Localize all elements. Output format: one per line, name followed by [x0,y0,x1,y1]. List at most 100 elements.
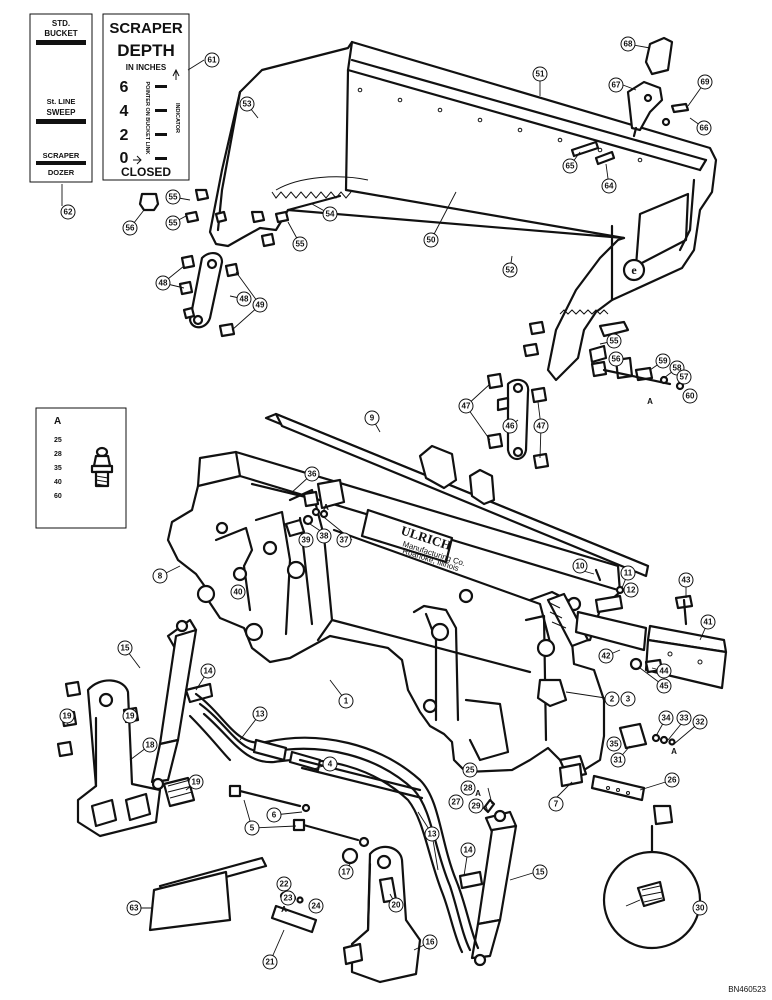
callout-47a: 47 [458,398,474,414]
right-mounting-bracket [342,845,422,984]
callout-66: 66 [696,120,712,136]
bucket-position-decal: STD. BUCKET St. LINE SWEEP SCRAPER DOZER [29,13,93,183]
svg-text:55: 55 [610,337,619,346]
callout-15b: 15 [532,864,548,880]
decal-dozer-label: DOZER [48,168,75,177]
svg-text:51: 51 [536,70,545,79]
svg-text:7: 7 [554,800,559,809]
callout-63: 63 [126,900,142,916]
callout-56a: 56 [122,220,138,236]
svg-text:6: 6 [272,811,277,820]
svg-text:14: 14 [204,667,213,676]
svg-text:58: 58 [673,364,682,373]
scraper-depth-decal: SCRAPER DEPTH IN INCHES 6 4 2 0 POINTER … [102,13,190,181]
right-pin-assembly [536,678,676,826]
svg-text:55: 55 [169,193,178,202]
svg-text:1: 1 [344,697,349,706]
callout-68: 68 [620,36,636,52]
callout-54: 54 [322,206,338,222]
callout-14b: 14 [460,842,476,858]
svg-text:53: 53 [243,100,252,109]
callout-69: 69 [697,74,713,90]
main-frame [166,450,622,780]
callout-65: 65 [562,158,578,174]
inset-header: A [54,416,61,427]
svg-text:19: 19 [192,778,201,787]
depth-mark-6: 6 [120,79,129,96]
svg-text:56: 56 [126,224,135,233]
callout-62: 62 [60,204,76,220]
svg-text:67: 67 [612,81,621,90]
svg-text:42: 42 [602,652,611,661]
callout-15a: 15 [117,640,133,656]
svg-text:57: 57 [680,373,689,382]
arrow-a-4: A [647,397,653,406]
svg-text:33: 33 [680,714,689,723]
arrow-a-1: A [323,503,329,512]
callout-31: 31 [610,752,626,768]
svg-text:63: 63 [130,904,139,913]
callout-53: 53 [239,96,255,112]
decal-sweep-label: SWEEP [47,108,77,117]
callout-14a: 14 [200,663,216,679]
callout-55d: 55 [606,333,622,349]
callout-1: 1 [338,693,354,709]
svg-text:24: 24 [312,902,321,911]
svg-text:46: 46 [506,422,515,431]
callout-45: 45 [656,678,672,694]
callout-43: 43 [678,572,694,588]
callout-64: 64 [601,178,617,194]
inset-value-28: 28 [54,451,62,458]
svg-text:9: 9 [370,414,375,423]
svg-text:14: 14 [464,846,473,855]
callout-24: 24 [308,898,324,914]
callout-57: 57 [676,369,692,385]
svg-text:18: 18 [146,741,155,750]
callout-55c: 55 [292,236,308,252]
svg-text:12: 12 [627,586,636,595]
svg-text:43: 43 [682,576,691,585]
svg-text:31: 31 [614,756,623,765]
svg-text:52: 52 [506,266,515,275]
callout-38: 38 [316,528,332,544]
callout-40: 40 [230,584,246,600]
svg-text:5: 5 [250,824,255,833]
svg-text:19: 19 [126,712,135,721]
depth-subtitle: IN INCHES [126,63,167,72]
blade-left-hardware [138,188,290,248]
svg-text:25: 25 [466,766,475,775]
depth-indicator-bracket [570,36,690,166]
decal-scraper-label: SCRAPER [43,151,80,160]
depth-title-scraper: SCRAPER [109,20,183,37]
callout-60: 60 [682,388,698,404]
svg-text:47: 47 [462,402,471,411]
callout-44: 44 [656,663,672,679]
callout-30: 30 [692,900,708,916]
callout-55a: 55 [165,189,181,205]
callout-11: 11 [620,565,636,581]
callout-50: 50 [423,232,439,248]
scraper-blade: e [208,40,718,382]
callout-61: 61 [204,52,220,68]
callout-18: 18 [142,737,158,753]
bucket-link-left [178,252,240,338]
drawing-code: BN460523 [728,985,766,994]
svg-text:56: 56 [612,355,621,364]
callout-34: 34 [658,710,674,726]
decal-std-label: STD. [52,19,70,28]
svg-text:41: 41 [704,618,713,627]
hydraulic-hoses [188,692,480,954]
svg-text:44: 44 [660,667,669,676]
svg-text:69: 69 [701,78,710,87]
right-hydraulic-cylinder [458,798,518,967]
svg-text:10: 10 [576,562,585,571]
decal-bucket-label: BUCKET [44,29,77,38]
callout-5: 5 [244,820,260,836]
bolt-hardware-center [228,784,370,865]
left-hydraulic-cylinder [150,618,214,791]
blade-right-hardware [522,320,685,391]
cutting-edge [574,568,728,690]
svg-text:55: 55 [296,240,305,249]
callout-33: 33 [676,710,692,726]
